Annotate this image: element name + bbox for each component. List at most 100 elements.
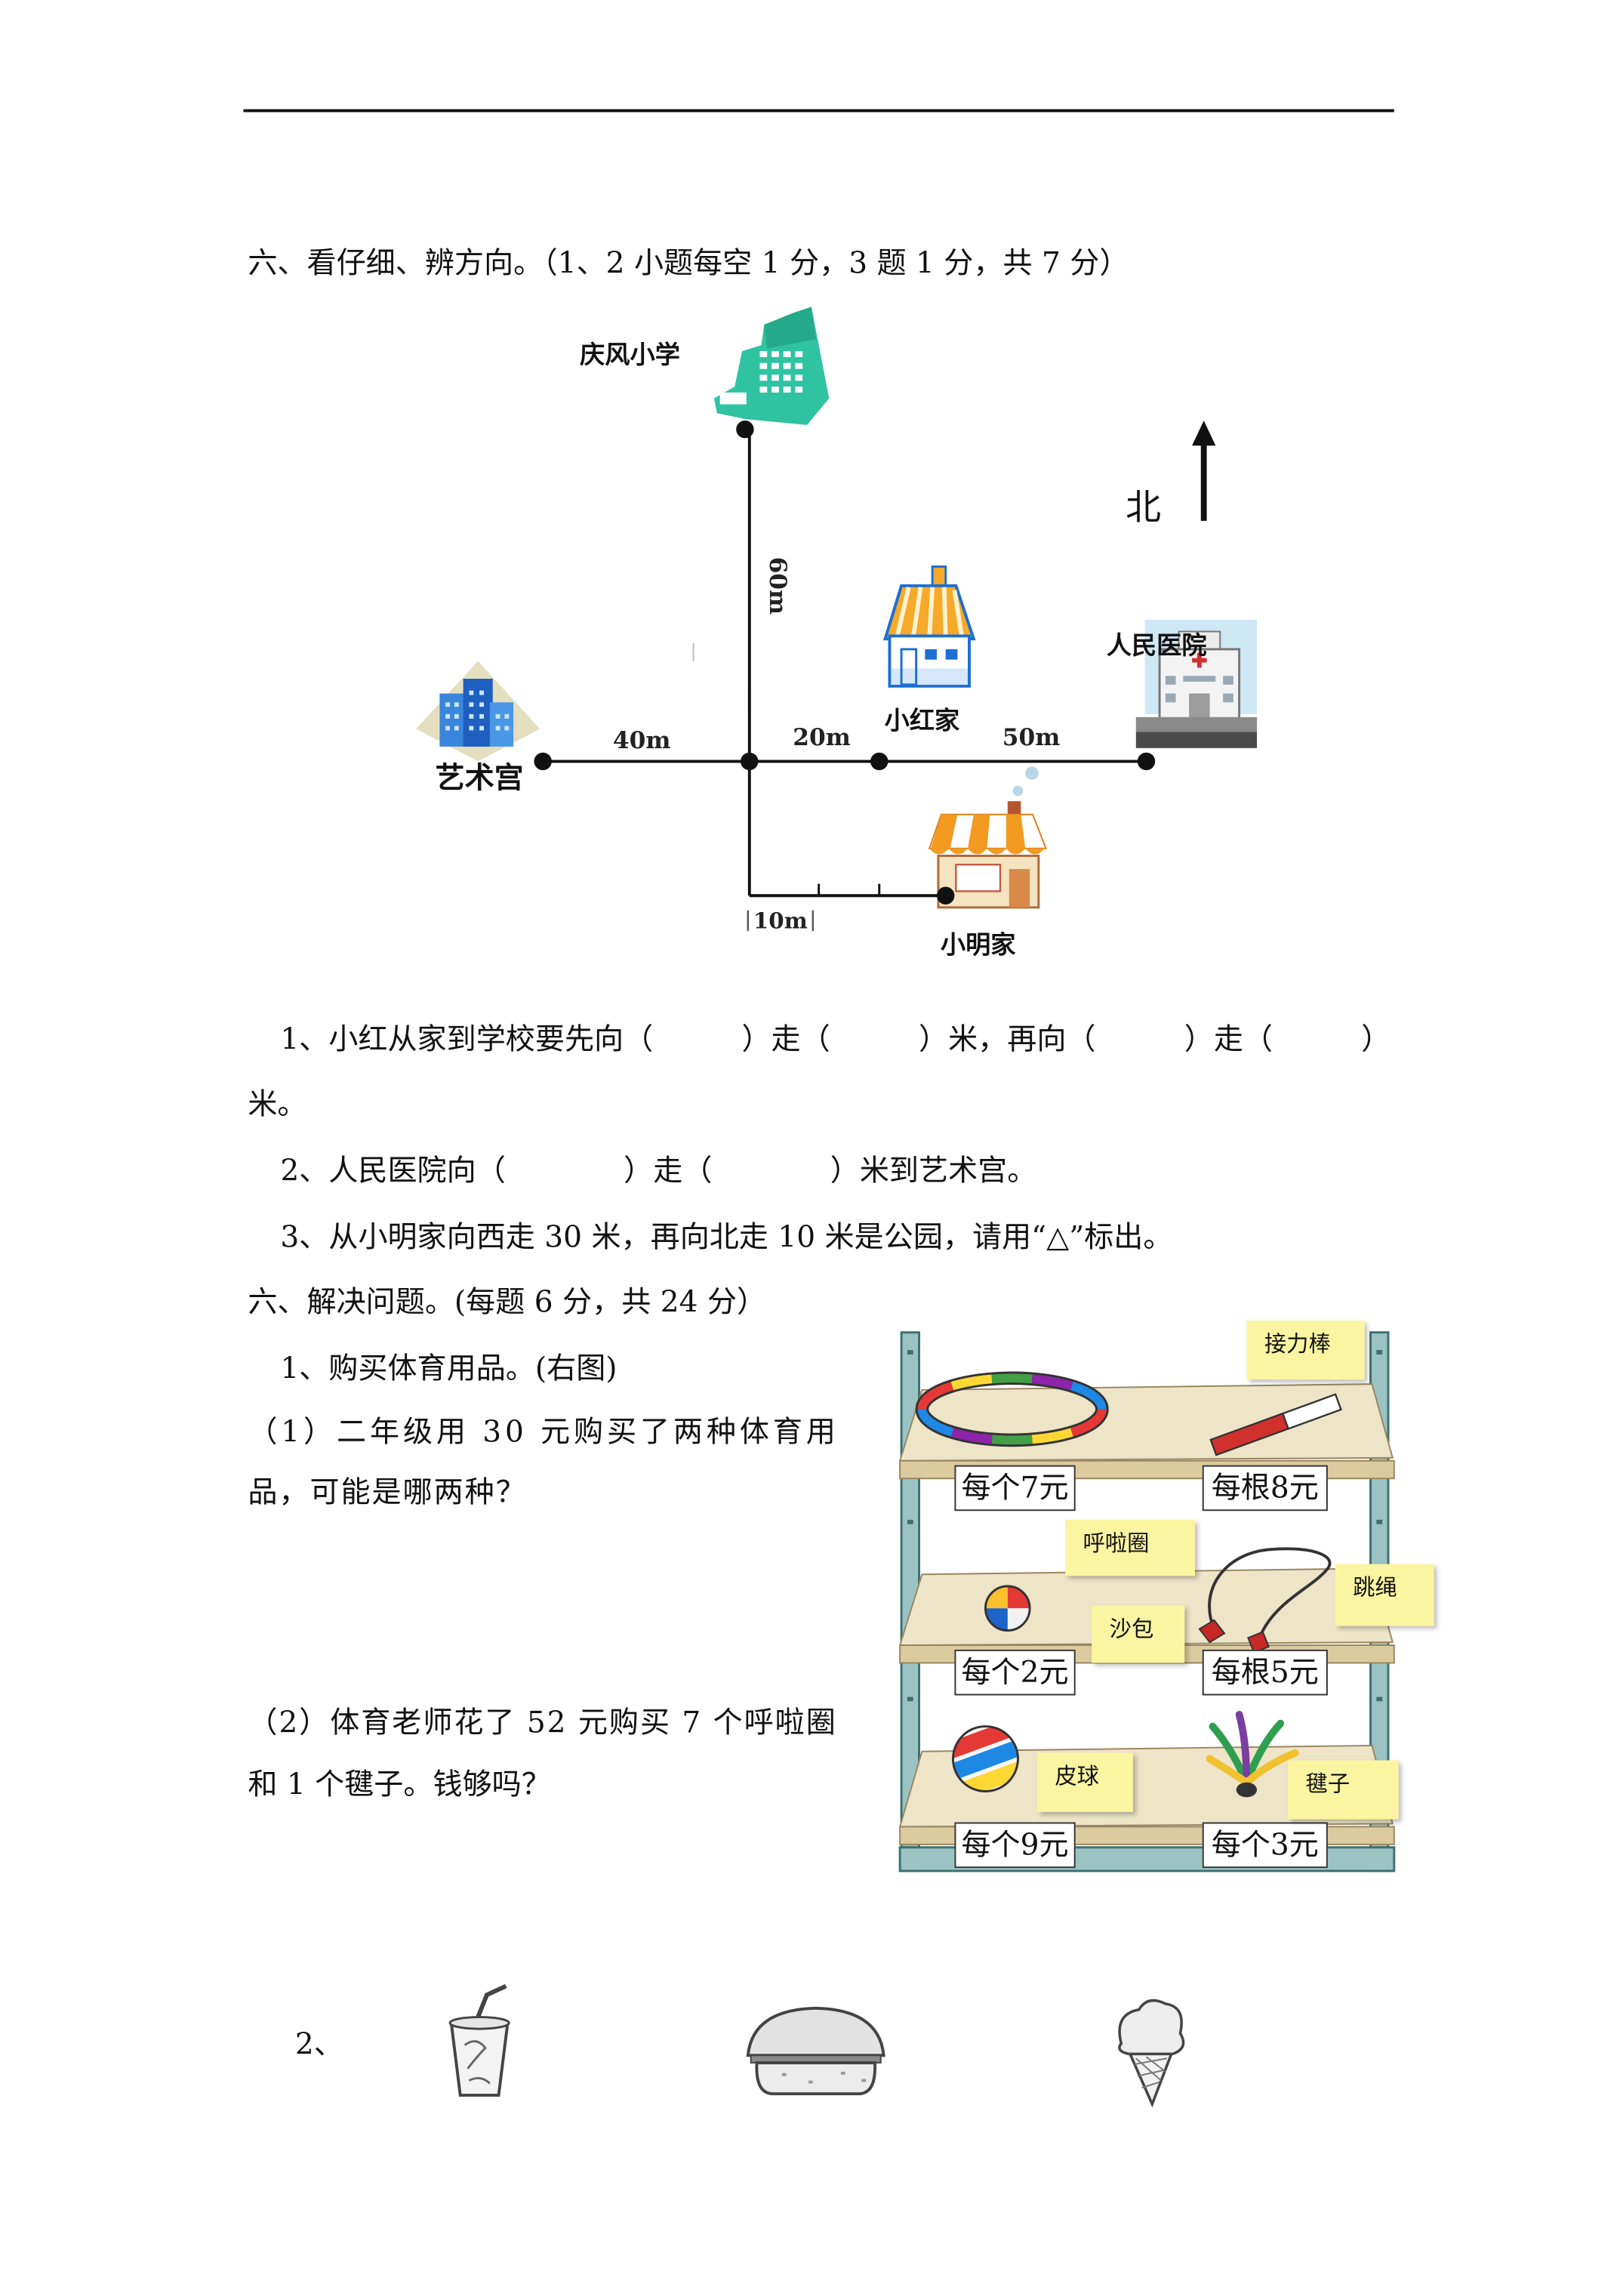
dot-xiaohong-home	[870, 752, 888, 771]
school-building-roof	[764, 307, 816, 349]
hospital-ground-shadow	[1135, 732, 1258, 748]
distance-label-xiaohong: 20m	[793, 724, 851, 751]
hospital-door	[1189, 693, 1210, 720]
drink-cup-lid	[448, 2016, 510, 2030]
school-building-icon	[713, 307, 830, 425]
distance-label-hospital: 50m	[1002, 724, 1061, 751]
question-2: 2、人民医院向（ ）走（ ）米到艺术宫。	[280, 1152, 1037, 1188]
dot-school	[736, 420, 754, 439]
dot-art-palace	[534, 752, 552, 771]
ball-icon	[952, 1725, 1019, 1792]
relay-baton-white-part	[1281, 1393, 1342, 1430]
art-palace-label: 艺术宫	[436, 762, 524, 796]
price-tag-jump-rope: 每根5元	[1202, 1649, 1328, 1696]
distance-label-xiaoming: 10m	[753, 907, 808, 933]
shuttlecock-feather-purple	[1235, 1711, 1251, 1786]
art-palace-icon	[416, 661, 540, 762]
shop-icon	[928, 766, 1048, 909]
question-1-line-2: 米。	[248, 1086, 307, 1122]
school-building-windows	[719, 351, 803, 405]
jump-rope-handles	[1198, 1619, 1270, 1654]
problem-section-heading: 六、解决问题。(每题 6 分，共 24 分）	[248, 1284, 767, 1320]
ball-stripes-yellow	[953, 1755, 1018, 1792]
price-tag-ball: 每个9元	[954, 1822, 1076, 1869]
food-icons-row	[448, 1983, 1185, 2108]
note-relay-baton: 接力棒	[1246, 1321, 1365, 1380]
north-arrow-head	[1192, 420, 1216, 446]
header-rule	[243, 109, 1394, 112]
hamburger-bottom-bun	[755, 2061, 876, 2096]
dot-hospital	[1137, 752, 1156, 771]
problem-1-q1-line-1: （1）二年级用 30 元购买了两种体育用	[248, 1413, 839, 1450]
problem-1-q1-line-2: 品，可能是哪两种？	[248, 1474, 527, 1510]
hospital-icon	[1135, 619, 1258, 748]
shelf-board-top-surface	[898, 1383, 1394, 1462]
note-hula-hoop: 呼啦圈	[1065, 1519, 1195, 1576]
distance-label-art-palace: 40m	[613, 727, 671, 754]
hamburger-icon	[746, 2006, 885, 2096]
house-windows	[925, 649, 958, 660]
hamburger-top-bun	[746, 2006, 885, 2057]
sandbag-icon	[984, 1585, 1031, 1632]
shop-door	[1009, 869, 1030, 908]
hamburger-sesame	[781, 2071, 867, 2084]
school-label: 庆风小学	[580, 340, 680, 369]
sandbag-outline	[984, 1585, 1031, 1632]
ice-cream-cone-hatch	[1134, 2056, 1168, 2089]
scale-ticks	[747, 910, 814, 932]
shuttlecock-feather-yellow	[1206, 1749, 1299, 1786]
xiaohong-home-label: 小红家	[885, 705, 960, 735]
note-sandbag: 沙包	[1092, 1605, 1185, 1663]
hospital-ground	[1135, 717, 1258, 732]
north-arrow-icon	[1192, 420, 1216, 521]
house-foundation	[891, 668, 969, 685]
ice-cream-icon	[1118, 1999, 1185, 2108]
distance-label-school: 60m	[764, 557, 791, 615]
price-tag-sandbag: 每个2元	[954, 1649, 1076, 1696]
house-door	[900, 648, 918, 686]
problem-1-q2-line-2: 和 1 个毽子。钱够吗？	[248, 1766, 551, 1802]
shop-smoke	[1012, 766, 1039, 797]
sandbag-piece-white	[1007, 1608, 1030, 1631]
note-ball: 皮球	[1036, 1752, 1133, 1812]
sandbag-piece-red	[1007, 1586, 1030, 1609]
dot-xiaoming-home	[936, 886, 955, 905]
price-tag-relay-baton: 每根8元	[1202, 1465, 1328, 1512]
price-tag-shuttlecock: 每个3元	[1202, 1822, 1328, 1869]
sandbag-piece-blue	[985, 1608, 1008, 1631]
problem-1-q2-line-1: （2）体育老师花了 52 元购买 7 个呼啦圈	[248, 1704, 837, 1740]
house-roof-stripes	[895, 587, 965, 638]
shop-awning-scallops	[929, 848, 1045, 855]
ice-cream-scoop	[1118, 1999, 1185, 2056]
art-palace-tower-center	[463, 678, 493, 747]
art-palace-tower-left	[439, 693, 467, 747]
house-chimney	[931, 565, 947, 589]
drink-cup-icon	[448, 1983, 510, 2097]
question-1-line-1: 1、小红从家到学校要先向（ ）走（ ）米，再向（ ）走（ ）	[280, 1021, 1391, 1057]
hospital-label: 人民医院	[1107, 630, 1207, 660]
hula-hoop-icon	[915, 1371, 1109, 1447]
relay-baton-icon	[1209, 1393, 1342, 1456]
house-icon	[882, 565, 976, 688]
problem-2-number: 2、	[294, 2026, 343, 2062]
hospital-cross	[1192, 652, 1207, 668]
art-palace-tower-right	[489, 702, 514, 747]
hula-hoop-segment-green	[917, 1373, 1107, 1445]
hospital-windows	[1165, 676, 1233, 703]
shuttlecock-icon	[1206, 1711, 1299, 1798]
price-tag-hula-hoop: 每个7元	[954, 1465, 1076, 1512]
dot-crossroad	[741, 752, 759, 771]
note-jump-rope: 跳绳	[1335, 1564, 1434, 1626]
drink-cup-straw	[473, 1983, 507, 2026]
shop-window	[955, 864, 1002, 892]
xiaoming-home-label: 小明家	[941, 929, 1016, 959]
direction-section-heading: 六、看仔细、辨方向。（1、2 小题每空 1 分，3 题 1 分，共 7 分）	[248, 245, 1129, 281]
jump-rope-cord	[1208, 1547, 1332, 1641]
ball-stripes-blue	[953, 1734, 1018, 1784]
ball-stripes-red	[953, 1726, 1018, 1762]
drink-cup-body	[449, 2023, 510, 2097]
direction-map: 庆风小学 北 60m 40m 20m 50m 10m 小红家	[416, 307, 1258, 959]
map-location-dots	[534, 420, 1156, 905]
north-label: 北	[1126, 487, 1161, 529]
